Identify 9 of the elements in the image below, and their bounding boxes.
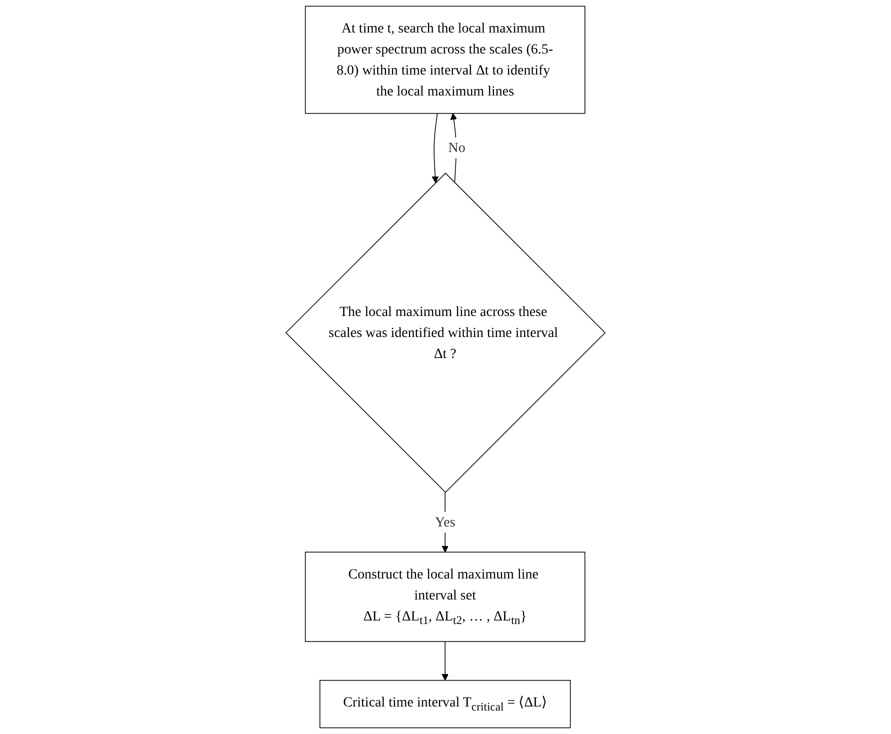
node-box: Critical time interval T$_{critical}$ = ⟨ΔL⟩ [320, 680, 571, 728]
node-box: Construct the local maximum line interval set ΔL = {ΔL$_{t1}$, ΔL$_{t2}$, … , ΔL$_{tn}$} [304, 552, 586, 642]
edge-label: Yes [434, 514, 456, 530]
arrow [442, 492, 449, 552]
node-box: At time t, search the local maximum power spectrum across the scales (6.5-8.0) within time interval Δt to identify the local maximum lines [304, 6, 586, 114]
edge-label: No [448, 140, 466, 156]
arrow [442, 641, 449, 681]
arrow [432, 113, 439, 184]
node-diamond: The local maximum line across these scales was identified within time interval Δt ? [285, 172, 606, 493]
